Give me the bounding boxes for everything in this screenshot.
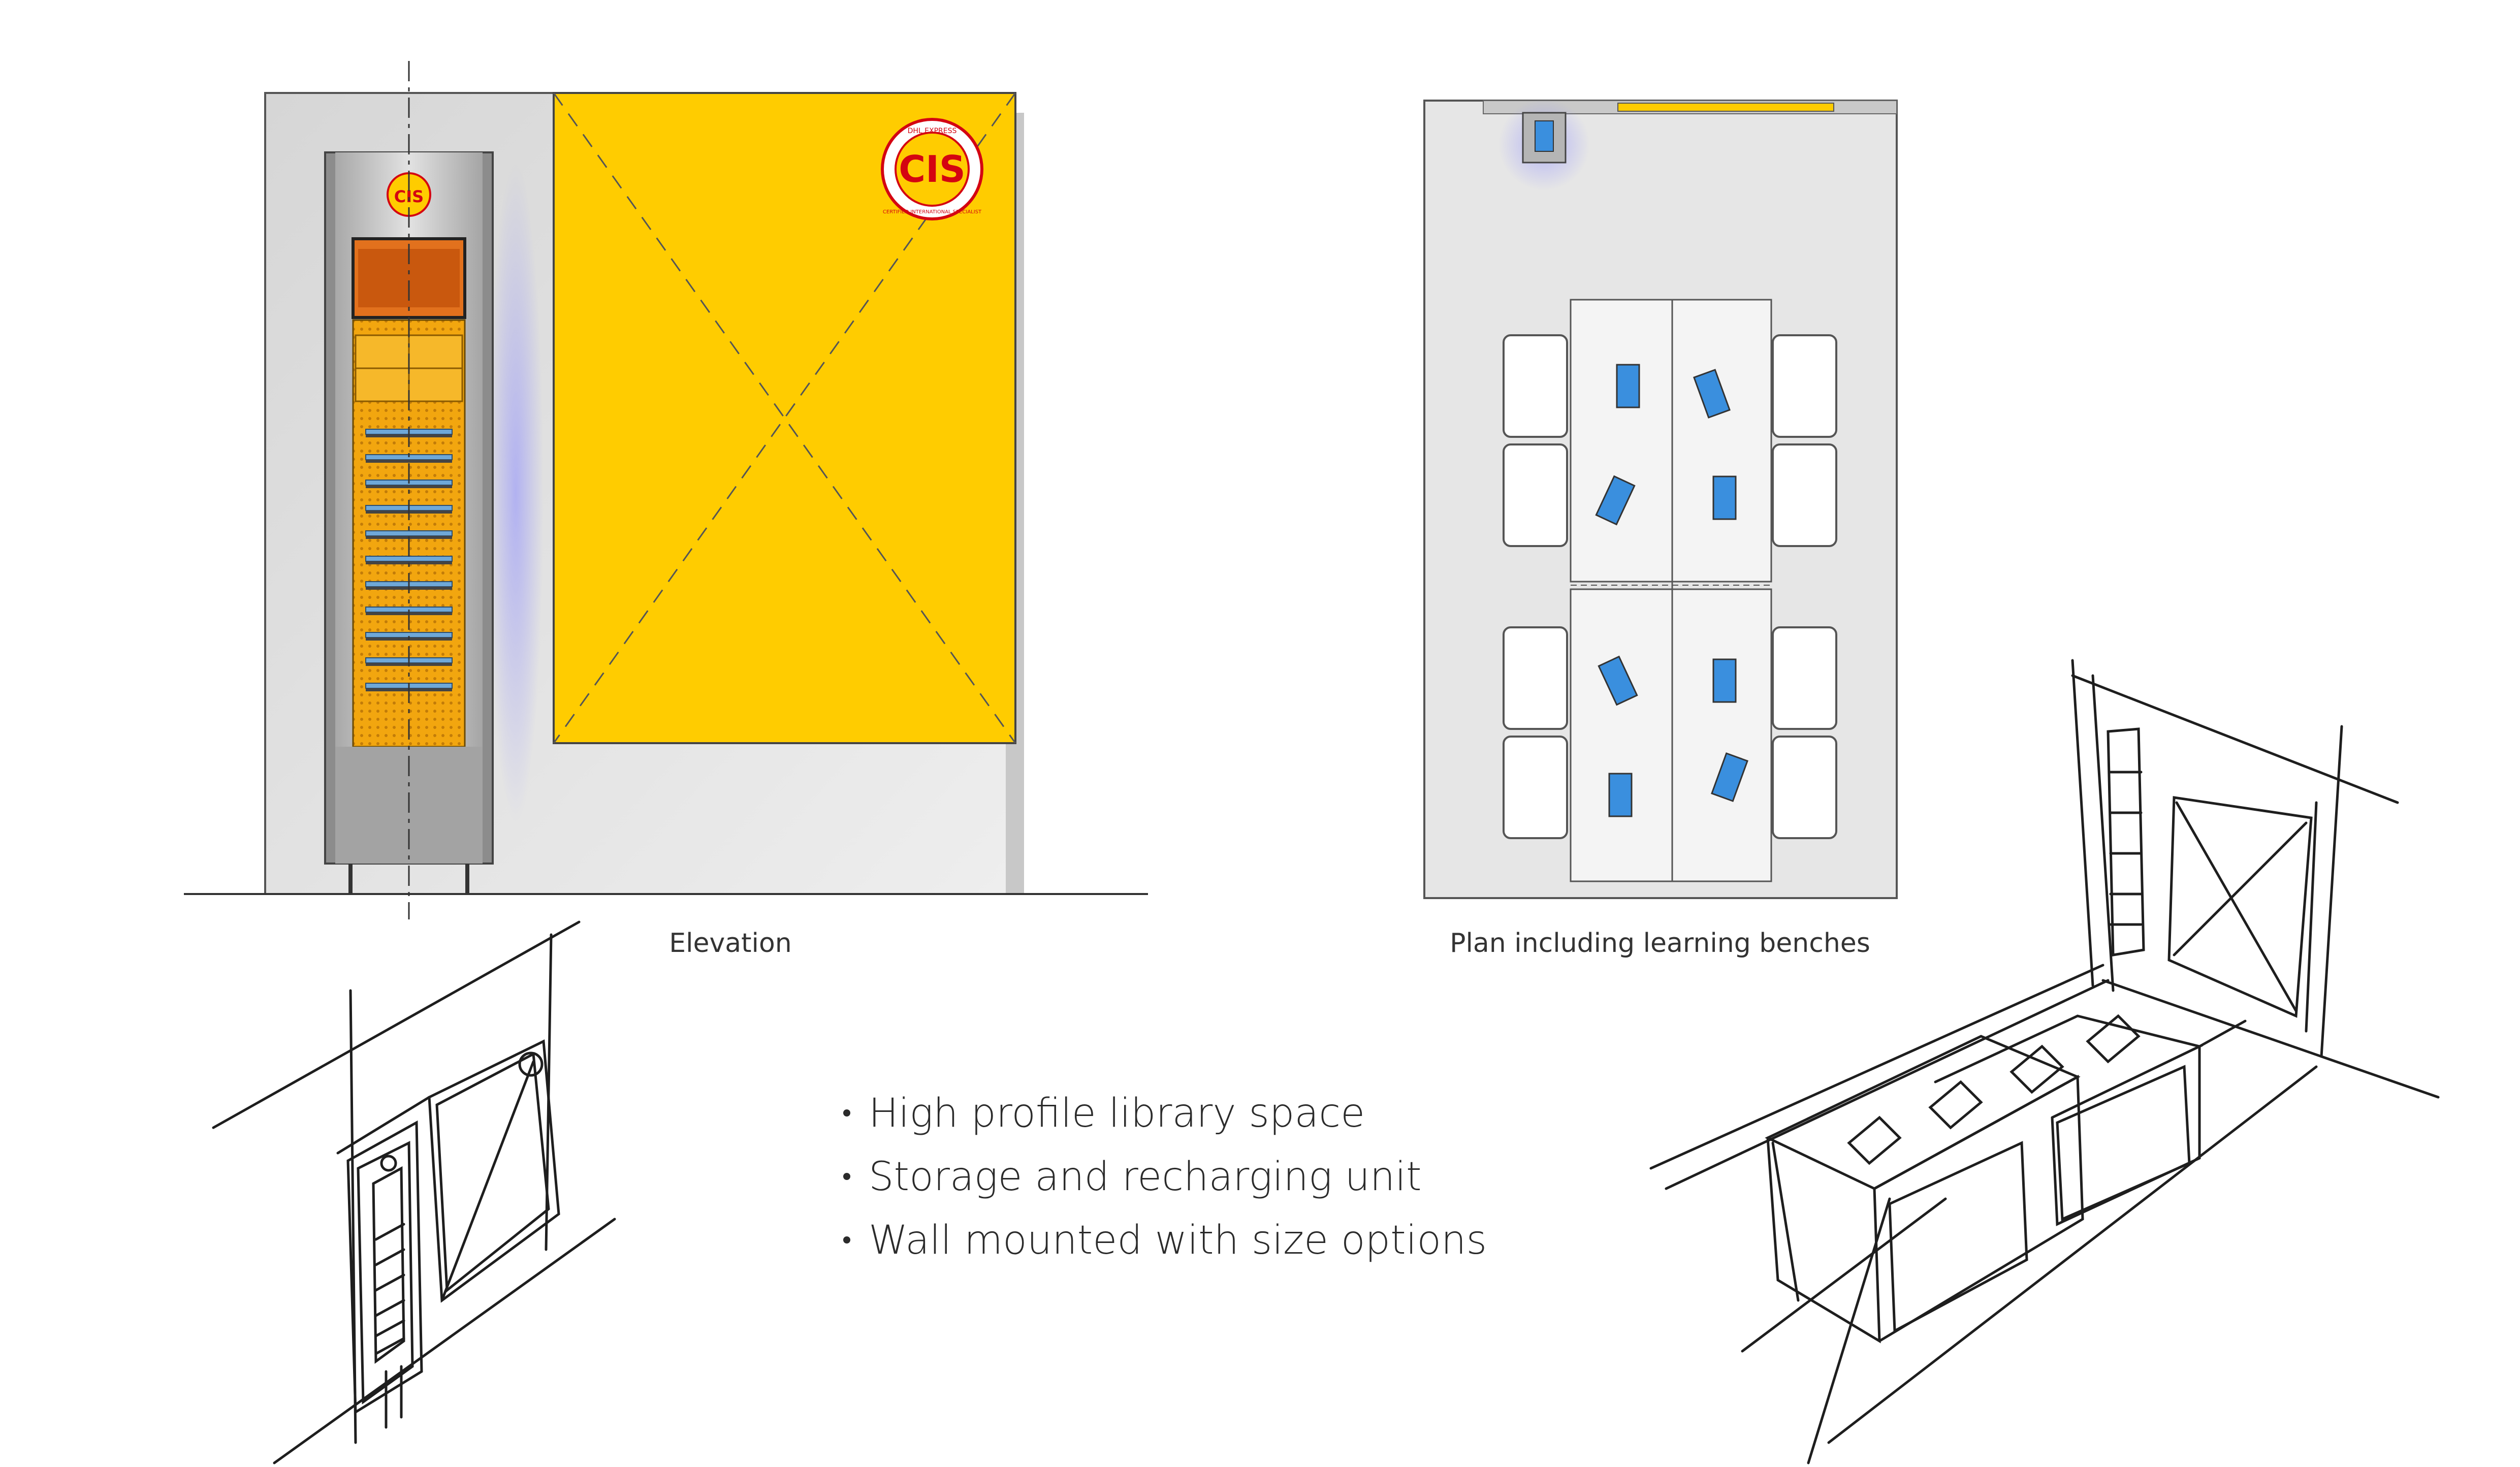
bullet-dot-icon [843,1109,850,1117]
bench-seat-icon [1772,443,1837,547]
bullet-item: High profile library space [843,1082,1487,1145]
bench-seat-icon [1772,626,1837,730]
shelf-edge [366,460,452,463]
charging-shelf [365,556,453,562]
bullet-item: Wall mounted with size options [843,1209,1487,1272]
bench-seat-icon [1503,626,1568,730]
bullet-text: Wall mounted with size options [869,1218,1487,1263]
logo-ring-bottom: CERTIFIED INTERNATIONAL SPECIALIST [883,209,982,215]
logo-ring-top: DHL EXPRESS [908,127,957,135]
bench-seat-icon [1772,334,1837,438]
plan-caption: Plan including learning benches [1450,928,1870,959]
tablet-icon [1711,752,1748,802]
charging-shelf [365,530,453,536]
bullet-dot-icon [843,1236,850,1243]
tablet-icon [1598,655,1638,706]
tablet-icon [1616,364,1640,408]
bench-seat-icon [1503,736,1568,839]
bullet-text: Storage and recharging unit [869,1154,1422,1200]
tablet-icon [1712,658,1737,703]
panel-diagonal [553,92,1016,744]
tablet-icon [1712,475,1737,520]
bench-seat-icon [1503,334,1568,438]
bullet-text: High profile library space [869,1091,1365,1136]
bench-table [1570,299,1772,583]
elevation-caption: Elevation [669,928,792,959]
bullet-item: Storage and recharging unit [843,1145,1487,1209]
feature-bullets: High profile library space Storage and r… [843,1082,1487,1272]
bench-seat-icon [1772,736,1837,839]
tablet-icon [1608,773,1633,817]
shelf-edge [366,485,452,488]
bench-table [1570,588,1772,882]
bench-seat-icon [1503,443,1568,547]
cabinet-glow [488,163,544,823]
tablet-icon [1595,475,1636,526]
tablet-icon [1535,120,1554,152]
elevation-drawing: CIS DHL EXPRESS CERTIFIED INTERNATIONAL … [184,61,1148,919]
logo-large-text: CIS [899,148,965,190]
sketch-learning-space [1649,659,2440,1464]
plan-drawing [1423,99,1898,899]
bullet-dot-icon [843,1172,850,1180]
tablet-icon [1693,369,1731,419]
cis-logo-icon: CIS DHL EXPRESS CERTIFIED INTERNATIONAL … [881,118,983,220]
plan-yellow-panel [1617,103,1834,112]
sketch-wall-unit [212,920,616,1464]
